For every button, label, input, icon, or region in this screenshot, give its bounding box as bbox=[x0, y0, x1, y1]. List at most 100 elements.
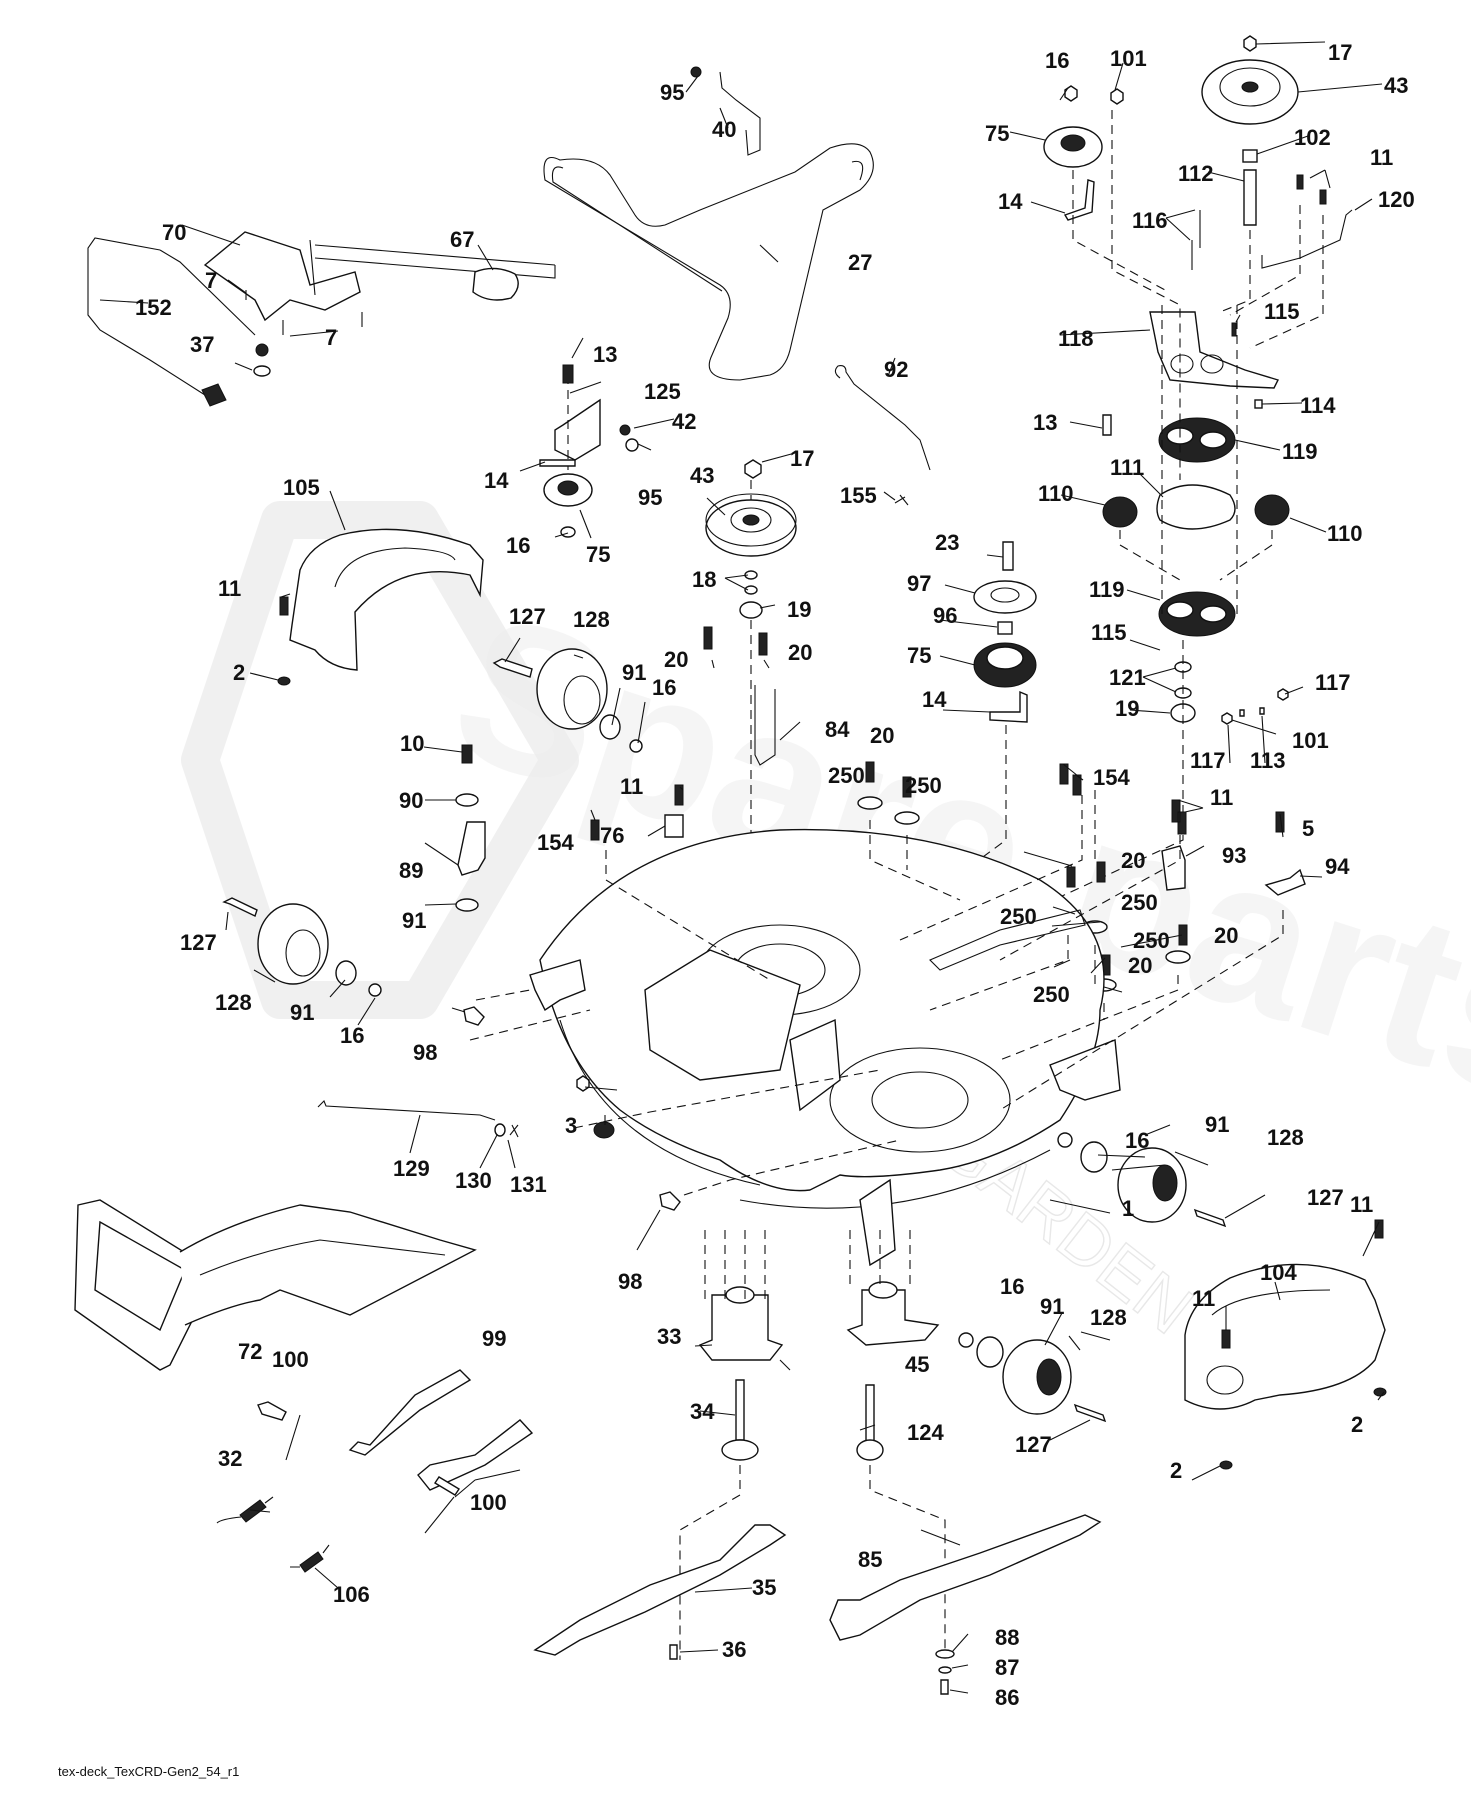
washer-87 bbox=[938, 1666, 952, 1674]
bolt-100-right bbox=[434, 1476, 460, 1496]
shaft-34 bbox=[735, 1379, 745, 1441]
callout-88: 88 bbox=[995, 1625, 1019, 1650]
rod-129 bbox=[317, 1100, 496, 1121]
callout-120: 120 bbox=[1378, 187, 1415, 212]
callout-14: 14 bbox=[922, 687, 947, 712]
callout-124: 124 bbox=[907, 1420, 944, 1445]
part-group-spindles bbox=[679, 1230, 946, 1660]
leader-lines bbox=[99, 41, 1385, 1694]
callout-11: 11 bbox=[218, 576, 241, 601]
callout-27: 27 bbox=[848, 250, 872, 275]
callout-91: 91 bbox=[402, 908, 426, 933]
gear-110-right bbox=[1254, 494, 1290, 526]
callout-91: 91 bbox=[622, 660, 646, 685]
bracket-125 bbox=[554, 398, 601, 461]
washer-88 bbox=[935, 1649, 955, 1659]
callout-16: 16 bbox=[506, 533, 530, 558]
callout-128: 128 bbox=[573, 607, 610, 632]
callout-32: 32 bbox=[218, 1446, 242, 1471]
nut-101 bbox=[1110, 88, 1124, 105]
callout-37: 37 bbox=[190, 332, 214, 357]
callout-40: 40 bbox=[712, 117, 736, 142]
part-group-rod-129 bbox=[317, 1100, 519, 1138]
callout-17: 17 bbox=[790, 446, 814, 471]
callout-128: 128 bbox=[1090, 1305, 1127, 1330]
callout-7: 7 bbox=[325, 325, 337, 350]
callout-20: 20 bbox=[1121, 848, 1145, 873]
callout-121: 121 bbox=[1109, 665, 1146, 690]
callout-84: 84 bbox=[825, 717, 850, 742]
deck-bracket-left bbox=[529, 959, 586, 1012]
callout-101: 101 bbox=[1110, 46, 1147, 71]
deck-center-frame bbox=[644, 949, 801, 1081]
part-group-belt bbox=[543, 66, 874, 381]
callout-19: 19 bbox=[787, 597, 811, 622]
callout-11: 11 bbox=[1370, 145, 1393, 170]
callout-23: 23 bbox=[935, 530, 959, 555]
callout-36: 36 bbox=[722, 1637, 746, 1662]
plate-118 bbox=[1149, 311, 1279, 389]
callout-7: 7 bbox=[205, 268, 217, 293]
callout-5: 5 bbox=[1302, 816, 1314, 841]
callout-70: 70 bbox=[162, 220, 186, 245]
callout-154: 154 bbox=[1093, 765, 1130, 790]
callout-128: 128 bbox=[1267, 1125, 1304, 1150]
nut-114 bbox=[1254, 399, 1263, 409]
callout-2: 2 bbox=[233, 660, 245, 685]
nut-17 bbox=[744, 459, 762, 479]
part-group-linkage bbox=[834, 365, 931, 506]
callout-20: 20 bbox=[664, 647, 688, 672]
callout-98: 98 bbox=[618, 1269, 642, 1294]
shaft-112 bbox=[1243, 169, 1257, 226]
callout-67: 67 bbox=[450, 227, 474, 252]
callout-20: 20 bbox=[870, 723, 894, 748]
callout-95: 95 bbox=[638, 485, 662, 510]
spindle-33 bbox=[698, 1294, 784, 1361]
callout-100: 100 bbox=[470, 1490, 507, 1515]
part-group-left-guard bbox=[277, 528, 484, 686]
callouts: 95 40 27 70 67 7 7 152 37 13 125 42 14 9… bbox=[135, 40, 1415, 1710]
part-group-right-wheels bbox=[958, 1132, 1387, 1470]
callout-250: 250 bbox=[1133, 928, 1170, 953]
callout-117: 117 bbox=[1315, 670, 1351, 695]
callout-2: 2 bbox=[1351, 1412, 1363, 1437]
pin-115 bbox=[1231, 322, 1237, 337]
cover-97 bbox=[973, 580, 1037, 614]
callout-45: 45 bbox=[905, 1352, 929, 1377]
bracket-14-right bbox=[989, 690, 1028, 723]
part-group-gearbox bbox=[869, 35, 1353, 986]
callout-2: 2 bbox=[1170, 1458, 1182, 1483]
cable-152 bbox=[87, 237, 206, 396]
callout-114: 114 bbox=[1300, 393, 1336, 418]
callout-16: 16 bbox=[1000, 1274, 1024, 1299]
callout-99: 99 bbox=[482, 1326, 506, 1351]
callout-125: 125 bbox=[644, 379, 681, 404]
callout-16: 16 bbox=[1045, 48, 1069, 73]
callout-43: 43 bbox=[1384, 73, 1408, 98]
nut-17-top bbox=[1243, 35, 1257, 52]
bearing-19 bbox=[739, 601, 763, 619]
assembly-lines bbox=[469, 790, 1284, 1196]
callout-129: 129 bbox=[393, 1156, 430, 1181]
spacer-96 bbox=[997, 621, 1013, 635]
deck-bracket-front bbox=[859, 1178, 896, 1267]
bracket-14-top bbox=[1063, 179, 1095, 221]
callout-92: 92 bbox=[884, 357, 908, 382]
shaft-124 bbox=[865, 1384, 875, 1446]
callout-18: 18 bbox=[692, 567, 716, 592]
bolt-36 bbox=[669, 1644, 678, 1660]
callout-86: 86 bbox=[995, 1685, 1019, 1710]
callout-42: 42 bbox=[672, 409, 696, 434]
callout-106: 106 bbox=[333, 1582, 370, 1607]
callout-112: 112 bbox=[1178, 161, 1214, 186]
bolt-13 bbox=[1102, 414, 1112, 436]
arm-99-left bbox=[348, 1369, 472, 1456]
part-group-blades bbox=[533, 1514, 1102, 1695]
callout-87: 87 bbox=[995, 1655, 1019, 1680]
callout-101: 101 bbox=[1292, 728, 1329, 753]
callout-118: 118 bbox=[1058, 326, 1094, 351]
callout-72: 72 bbox=[238, 1339, 262, 1364]
callout-16: 16 bbox=[652, 675, 676, 700]
knob-76 bbox=[664, 814, 684, 838]
callout-155: 155 bbox=[840, 483, 877, 508]
